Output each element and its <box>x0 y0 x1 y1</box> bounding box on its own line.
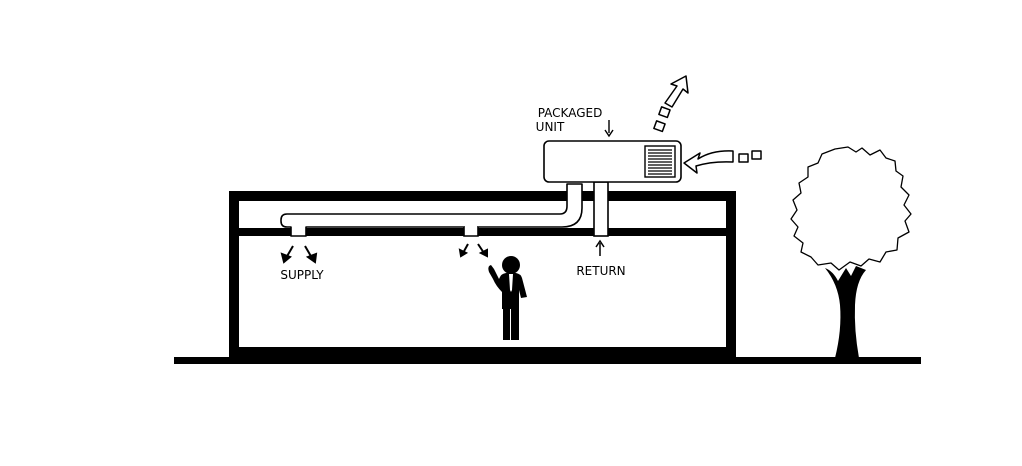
return-air-arrow <box>595 239 605 256</box>
exhaust-air-arrow <box>653 75 689 133</box>
packaged-unit <box>543 140 682 183</box>
floor-slab <box>229 347 736 357</box>
packaged-unit-label-line1: PACKAGED <box>537 106 603 120</box>
supply-label: SUPPLY <box>280 268 324 282</box>
packaged-unit-pointer-arrow <box>604 120 614 138</box>
right-wall <box>726 191 736 357</box>
ground-line <box>174 357 921 364</box>
intake-air-arrow <box>683 150 762 174</box>
return-label: RETURN <box>576 264 626 278</box>
person-figure <box>488 256 527 340</box>
left-wall <box>229 191 239 357</box>
return-duct <box>593 181 609 237</box>
roof-slab <box>229 191 736 201</box>
supply-air-arrows <box>280 243 488 264</box>
building-section <box>229 191 736 357</box>
tree <box>790 146 912 358</box>
supply-duct <box>280 183 583 237</box>
packaged-unit-label-line2: UNIT <box>535 120 565 134</box>
ceiling-line <box>229 228 736 236</box>
